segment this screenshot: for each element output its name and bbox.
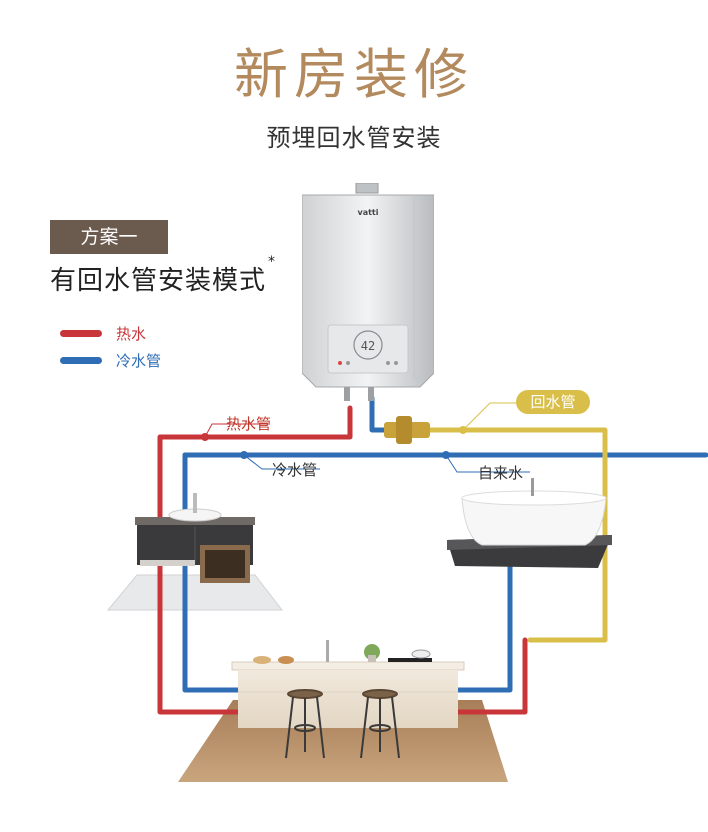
heater-brand: vatti: [357, 208, 378, 217]
heater-display-value: 42: [361, 339, 375, 353]
return-pump: [384, 416, 430, 444]
legend-hot: 热水: [60, 323, 146, 343]
hot-water-pipes: [157, 405, 528, 715]
legend-hot-swatch: [60, 329, 102, 337]
vanity-floor: [106, 574, 284, 611]
legend-cold-label: 冷水管: [116, 351, 162, 370]
page-title: 新房装修: [234, 43, 474, 106]
tap-water-label: 自来水: [478, 464, 524, 482]
cold-pipe-heater: [369, 395, 388, 433]
cold-pipe-label: 冷水管: [272, 461, 318, 479]
heater-indicator-2: [346, 361, 350, 365]
return-pipe-label: 回水管: [516, 390, 590, 414]
hot-pipe-label: 热水管: [226, 415, 272, 433]
hot-pipe-main: [157, 405, 353, 715]
legend-cold: 冷水管: [60, 350, 161, 370]
legend-hot-label: 热水: [116, 324, 147, 343]
heater-indicator-1: [338, 361, 342, 365]
page-subtitle: 预埋回水管安装: [266, 124, 442, 152]
bathroom-basin: [447, 478, 612, 568]
hot-pipe-leader: [204, 423, 270, 438]
heater-cold-inlet: [368, 387, 374, 401]
plan-badge: 方案一: [50, 220, 168, 254]
kitchen-island: [231, 640, 465, 728]
heater-hot-outlet: [344, 387, 350, 401]
cold-pipe-right: [455, 562, 513, 693]
water-heater: vatti 42: [302, 183, 434, 401]
mode-footnote-mark: *: [268, 254, 277, 270]
heater-dial: [353, 330, 383, 360]
return-water-pipe: [427, 427, 608, 643]
heater-indicator-3: [386, 361, 390, 365]
hot-pipe-basin: [455, 637, 528, 715]
cold-pipe-leader: [243, 454, 320, 470]
return-pipe-line: [427, 427, 608, 643]
bathroom-vanity: [135, 493, 255, 583]
return-pipe-leader: [462, 402, 516, 431]
heater-indicator-4: [394, 361, 398, 365]
mode-title-text: 有回水管安装模式: [50, 266, 267, 296]
tap-water-leader: [445, 454, 530, 473]
mode-title: 有回水管安装模式*: [50, 254, 276, 297]
cold-water-pipes: [182, 395, 708, 693]
legend-cold-swatch: [60, 356, 102, 364]
bar-stools: [285, 689, 400, 759]
